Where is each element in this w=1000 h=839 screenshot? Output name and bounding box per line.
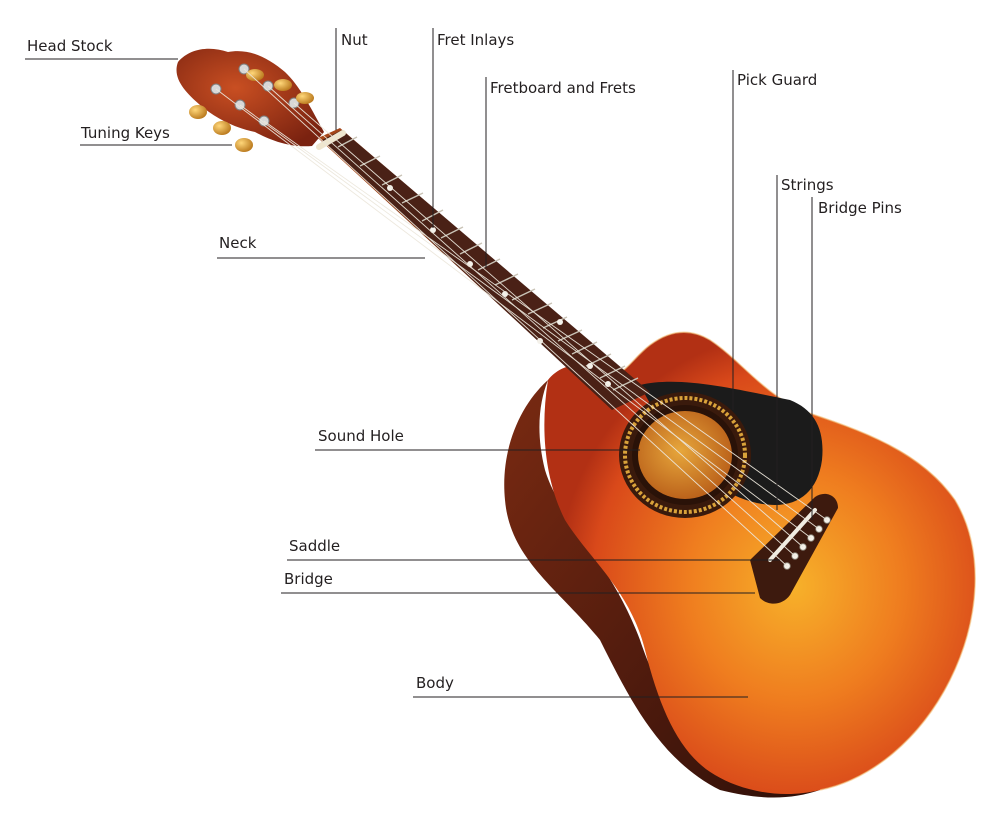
sound-hole — [619, 392, 751, 518]
tuning-key-icon — [246, 69, 264, 81]
head-stock — [176, 48, 324, 152]
tuning-key-icon — [274, 79, 292, 91]
label-bridge-pins: Bridge Pins — [818, 199, 902, 217]
label-pick-guard: Pick Guard — [737, 71, 817, 89]
fret — [527, 302, 553, 315]
label-sound-hole: Sound Hole — [318, 427, 404, 445]
fret — [511, 288, 536, 301]
fret — [359, 155, 381, 167]
fret — [401, 192, 424, 204]
saddle-bar — [768, 508, 817, 562]
label-neck: Neck — [219, 234, 257, 252]
label-fretboard-and-frets: Fretboard and Frets — [490, 79, 636, 97]
fret — [337, 136, 358, 148]
tuning-key-icon — [213, 121, 231, 135]
label-head-stock: Head Stock — [27, 37, 113, 55]
string — [267, 85, 796, 557]
string — [239, 104, 820, 530]
string — [215, 88, 812, 539]
fret — [440, 226, 464, 239]
head-stock-plate — [176, 48, 324, 147]
body-side — [504, 380, 820, 798]
fret — [557, 329, 583, 342]
inlay-dot — [537, 338, 543, 344]
fret — [612, 377, 639, 391]
nut — [316, 130, 346, 150]
fret — [494, 273, 519, 286]
label-saddle: Saddle — [289, 537, 340, 555]
label-body: Body — [416, 674, 454, 692]
labels: Head Stock Tuning Keys Nut Fret Inlays F… — [27, 31, 902, 692]
string — [263, 120, 828, 521]
sound-hole-inner — [638, 411, 732, 499]
fret-inlays — [387, 185, 611, 387]
tuning-key-icon — [235, 138, 253, 152]
fret — [477, 258, 501, 271]
label-strings: Strings — [781, 176, 834, 194]
label-tuning-keys: Tuning Keys — [80, 124, 170, 142]
bridge — [750, 493, 838, 604]
fret — [381, 174, 403, 186]
string — [293, 102, 804, 548]
inlay-dot — [387, 185, 393, 191]
strings — [215, 68, 828, 567]
fret — [459, 242, 483, 255]
label-fret-inlays: Fret Inlays — [437, 31, 514, 49]
leader-lines — [25, 28, 813, 698]
string — [243, 68, 788, 567]
inlay-dot — [587, 363, 593, 369]
body-binding — [599, 331, 976, 791]
bridge-plate — [750, 493, 838, 604]
inlay-dot — [557, 319, 563, 325]
label-bridge: Bridge — [284, 570, 333, 588]
label-nut: Nut — [341, 31, 368, 49]
tuning-key-icon — [296, 92, 314, 104]
fret — [599, 365, 626, 379]
tuning-keys — [189, 69, 314, 152]
tuning-key-icon — [189, 105, 207, 119]
rosette-pattern — [623, 396, 747, 514]
fret — [542, 316, 568, 329]
